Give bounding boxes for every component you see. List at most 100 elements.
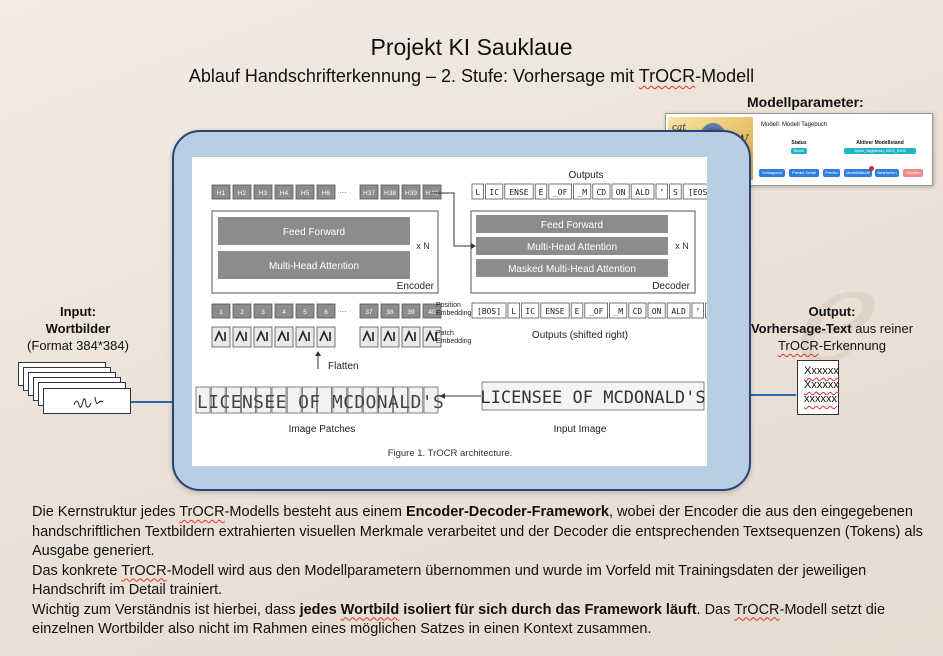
- position-token-label: 40: [428, 309, 436, 316]
- text-run: Die Kernstruktur jedes: [32, 504, 180, 520]
- input-tokens: [BOS]LICENSEE_OF_MCDONALD’S: [471, 302, 718, 319]
- input-image: [481, 381, 705, 411]
- hidden-token: [253, 184, 273, 200]
- position-token-label: 2: [240, 309, 244, 316]
- patch-embedding-images: [211, 326, 442, 348]
- output-token-label: E: [539, 188, 544, 197]
- patch-glyph: [425, 330, 437, 342]
- decoder-masked-attention: [476, 259, 668, 277]
- position-token: [253, 303, 273, 319]
- hidden-token-label: H37: [363, 190, 375, 197]
- image-patches-label: Image Patches: [289, 424, 356, 435]
- input-token: [471, 302, 507, 319]
- image-patch: [347, 386, 363, 414]
- input-format: (Format 384*384): [27, 338, 129, 353]
- output-token-label: L: [475, 188, 480, 197]
- keyword-button[interactable]: Schlagwort: [759, 169, 785, 177]
- arrow-head: [471, 243, 476, 249]
- image-patch: [423, 386, 439, 414]
- hidden-token: [211, 184, 231, 200]
- image-patch: [362, 386, 378, 414]
- subtitle-prefix: Ablauf Handschrifterkennung – 2. Stufe: …: [188, 66, 639, 86]
- model-versions-button[interactable]: Modellstände: [844, 169, 872, 177]
- edit-button[interactable]: Bearbeiten: [875, 169, 899, 177]
- position-token-label: 5: [303, 309, 307, 316]
- word-image-card-front: [43, 388, 131, 414]
- text-run: Das konkrete: [32, 562, 122, 579]
- patch-glyph: [362, 330, 374, 342]
- output-token: [485, 183, 504, 200]
- output-token-label: _M: [577, 188, 587, 197]
- input-title: Input:: [59, 304, 97, 319]
- hidden-token: [295, 184, 315, 200]
- delete-button[interactable]: Löschen: [903, 169, 923, 177]
- text-run-bold: Encoder-Decoder-Framework: [405, 504, 609, 520]
- decoder-attention-label: Multi-Head Attention: [527, 242, 617, 253]
- output-line1-bold: Vorhersage-Text: [750, 321, 852, 336]
- subtitle-suffix: -Modell: [695, 66, 755, 86]
- output-line1: Vorhersage-Text aus reiner: [748, 320, 916, 337]
- slide-title: Projekt KI Sauklaue: [370, 34, 573, 60]
- description-paragraph-1: Die Kernstruktur jedes TrOCR-Modells bes…: [32, 503, 932, 562]
- text-run-underlined: TrOCR: [734, 601, 780, 618]
- output-token-label: ALD: [635, 188, 650, 197]
- model-params-label: Modellparameter:: [747, 94, 864, 110]
- image-patch: [317, 386, 332, 414]
- description-paragraph-3: Wichtig zum Verständnis ist hierbei, das…: [32, 601, 932, 640]
- output-tokens: LICENSEE_OF_MCDONALD’S[EOS]: [471, 183, 718, 200]
- hidden-token-label: H38: [384, 190, 396, 197]
- output-line2-underlined: TrOCR: [778, 338, 819, 353]
- predict-detail-button[interactable]: Predict Detail: [789, 169, 819, 177]
- outputs-shifted-label: Outputs (shifted right): [532, 330, 628, 341]
- encoder-attention: [218, 251, 410, 279]
- hidden-token: [316, 184, 336, 200]
- decoder-masked-attention-label: Masked Multi-Head Attention: [508, 264, 636, 275]
- input-token-label: ON: [652, 307, 662, 316]
- position-token: [295, 303, 315, 319]
- position-token-label: 4: [282, 309, 286, 316]
- patch-glyph: [277, 330, 289, 342]
- ellipsis: ···: [339, 307, 347, 316]
- text-run: . Das: [696, 601, 735, 618]
- position-token: [422, 303, 442, 319]
- image-patch: [302, 386, 317, 414]
- position-token: [274, 303, 294, 319]
- image-patch: [195, 386, 211, 414]
- hidden-token-label: H4: [280, 190, 289, 197]
- image-patch: [377, 386, 393, 414]
- output-token: [471, 183, 485, 200]
- patch-glyph: [404, 330, 416, 342]
- image-patch: [408, 386, 424, 414]
- image-patches-text: LICENSEE OF MCDONALD'S: [197, 392, 444, 413]
- image-patches-strip: [195, 386, 439, 414]
- description-paragraph-2: Das konkrete TrOCR-Modell wird aus den M…: [32, 562, 932, 601]
- position-token-label: 37: [365, 309, 373, 316]
- handwriting-scribble-icon: [73, 396, 104, 408]
- position-token: [359, 303, 379, 319]
- output-token: [504, 183, 534, 200]
- text-run: -Modell setzt die einzelnen Wortbilder a…: [32, 601, 886, 638]
- hidden-token: [274, 184, 294, 200]
- hidden-token: [401, 184, 421, 200]
- input-token: [507, 302, 521, 319]
- text-run-underlined: TrOCR: [121, 562, 167, 579]
- encoder-feed-forward: [218, 217, 410, 245]
- decoder-repeat-label: x N: [675, 241, 689, 251]
- output-label-block: Output: Vorhersage-Text aus reiner TrOCR…: [748, 303, 916, 354]
- input-token-label: [BOS]: [477, 307, 501, 316]
- output-token: [573, 183, 592, 200]
- text-run-underlined: TrOCR: [179, 504, 225, 520]
- encoder-repeat-label: x N: [416, 241, 430, 251]
- hidden-token: [359, 184, 379, 200]
- patch-glyph: [214, 330, 226, 342]
- predict-button[interactable]: Predict: [823, 169, 840, 177]
- patch-glyph: [319, 330, 331, 342]
- position-token: [316, 303, 336, 319]
- input-token: [691, 302, 705, 319]
- position-token: [401, 303, 421, 319]
- text-run: , wobei der Encoder die aus den eingegeb…: [32, 504, 923, 559]
- image-patch: [210, 386, 226, 414]
- input-token: [609, 302, 628, 319]
